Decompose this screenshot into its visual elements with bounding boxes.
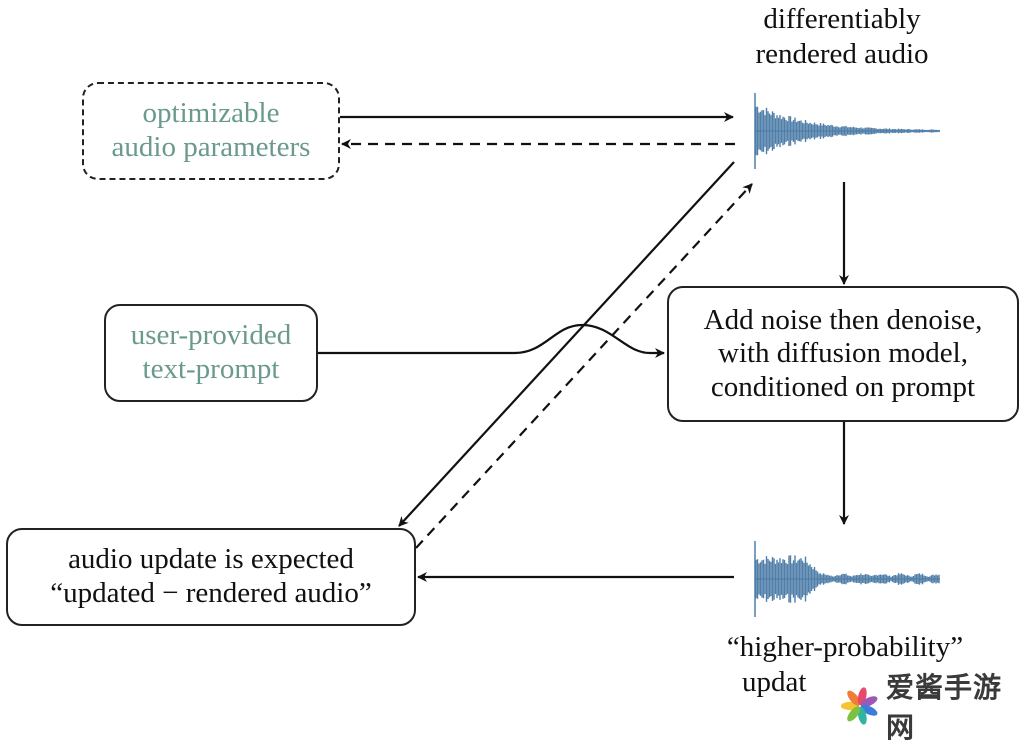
params-line-1: optimizable — [142, 97, 280, 130]
prompt-line-2: text-prompt — [142, 353, 280, 385]
diffusion-line-3: conditioned on prompt — [710, 370, 976, 403]
node-diffusion-model: Add noise then denoise, with diffusion m… — [667, 286, 1019, 422]
caption-updated-line-2: updat — [742, 665, 807, 698]
node-user-prompt: user-provided text-prompt — [104, 304, 318, 402]
watermark: 爱酱手游网 — [838, 664, 1024, 748]
watermark-flower-icon — [840, 687, 878, 725]
params-line-2: audio parameters — [111, 131, 311, 163]
update-line-1: audio update is expected — [68, 543, 354, 576]
watermark-petal — [860, 696, 878, 708]
caption-rendered-audio: differentiably rendered audio — [700, 2, 984, 72]
watermark-petal — [847, 690, 861, 706]
caption-rendered-line-1: differentiably — [763, 3, 921, 35]
caption-higher-probability: “higher-probability” updat — [690, 630, 1000, 700]
edge-prompt-to-diffusion — [318, 323, 665, 358]
diffusion-line-2: with diffusion model, — [718, 337, 968, 370]
waveform-rendered — [754, 93, 940, 169]
watermark-text: 爱酱手游网 — [886, 671, 1003, 744]
diffusion-line-1: Add noise then denoise, — [703, 303, 983, 336]
node-optimizable-params: optimizable audio parameters — [82, 82, 340, 180]
update-line-2: “updated − rendered audio” — [50, 577, 372, 609]
diagram-canvas — [318, 93, 940, 617]
caption-updated-line-1: “higher-probability” — [726, 631, 964, 663]
node-audio-update: audio update is expected “updated − rend… — [6, 528, 416, 626]
edge-rendered-to-update — [398, 161, 735, 527]
prompt-line-1: user-provided — [130, 319, 292, 352]
caption-rendered-line-2: rendered audio — [755, 37, 929, 70]
waveform-updated — [754, 541, 940, 617]
edge-update-to-rendered — [415, 183, 753, 549]
